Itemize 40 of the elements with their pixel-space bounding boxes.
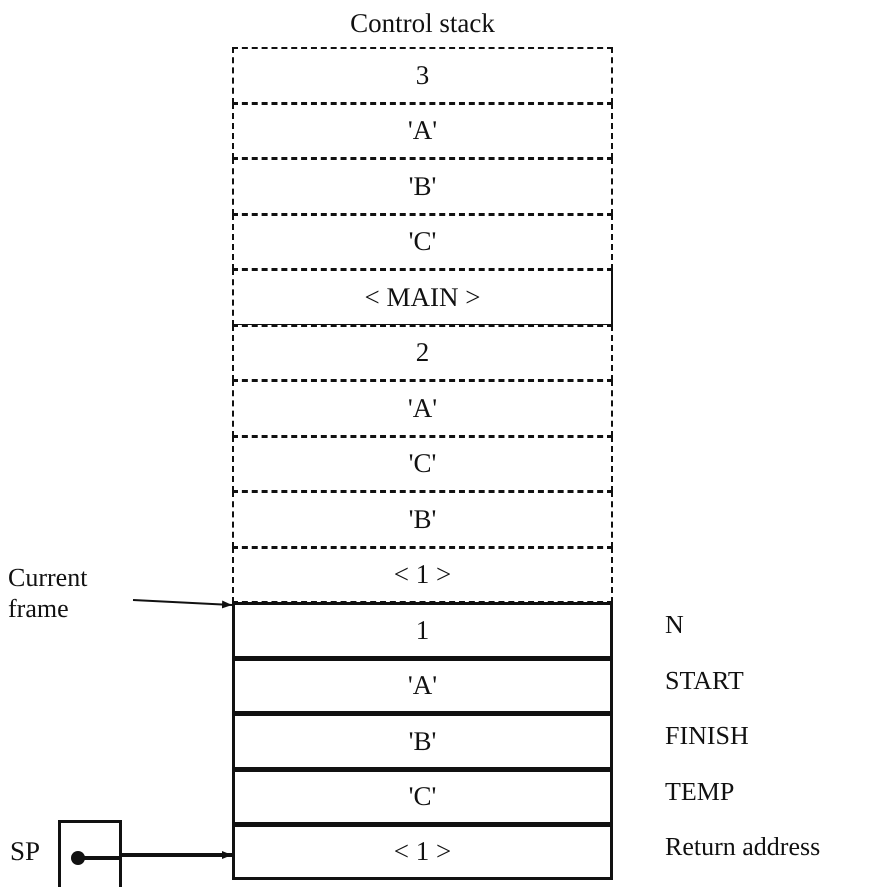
cell-value: 'C'	[408, 226, 436, 258]
cell-value: < 1 >	[394, 559, 452, 590]
stack-cell	[232, 102, 613, 159]
stack-cell	[232, 214, 613, 270]
cell-value: 1	[416, 614, 430, 646]
field-name: Return address	[665, 832, 820, 862]
stack-cell	[232, 546, 613, 603]
frame-cell	[232, 602, 613, 658]
cell-value: < 1 >	[394, 836, 452, 868]
cell-value: 'A'	[408, 115, 438, 146]
frame-cell	[232, 713, 613, 770]
cell-value: 'C'	[408, 448, 436, 480]
cell-value: < MAIN >	[364, 282, 480, 313]
pointer-label: Current frame	[8, 562, 133, 624]
cell-value: 'B'	[408, 726, 436, 757]
cell-value: 'B'	[408, 504, 436, 535]
field-name: FINISH	[665, 721, 749, 751]
frame-cell	[232, 768, 613, 825]
title: Control stack	[349, 8, 496, 39]
register-name: SP	[10, 836, 40, 867]
stack-cell	[232, 158, 613, 214]
field-name: START	[665, 666, 744, 696]
arrow	[132, 599, 232, 608]
stack-cell	[232, 436, 613, 492]
cell-value: 'C'	[408, 781, 436, 812]
stack-cell	[232, 269, 613, 326]
stack-cell	[232, 380, 613, 436]
cell-value: 'A'	[408, 670, 438, 702]
field-name: N	[665, 610, 684, 640]
cell-value: 2	[416, 337, 430, 368]
cell-value: 'A'	[408, 392, 438, 424]
stack-cell	[232, 47, 613, 104]
cell-value: 3	[416, 60, 430, 91]
stack-cell	[232, 491, 613, 548]
cell-value: 'B'	[408, 170, 436, 202]
field-name: TEMP	[665, 776, 734, 806]
stack-cell	[232, 324, 613, 381]
frame-cell	[232, 658, 613, 714]
arrow	[122, 851, 232, 859]
frame-cell	[232, 824, 613, 880]
